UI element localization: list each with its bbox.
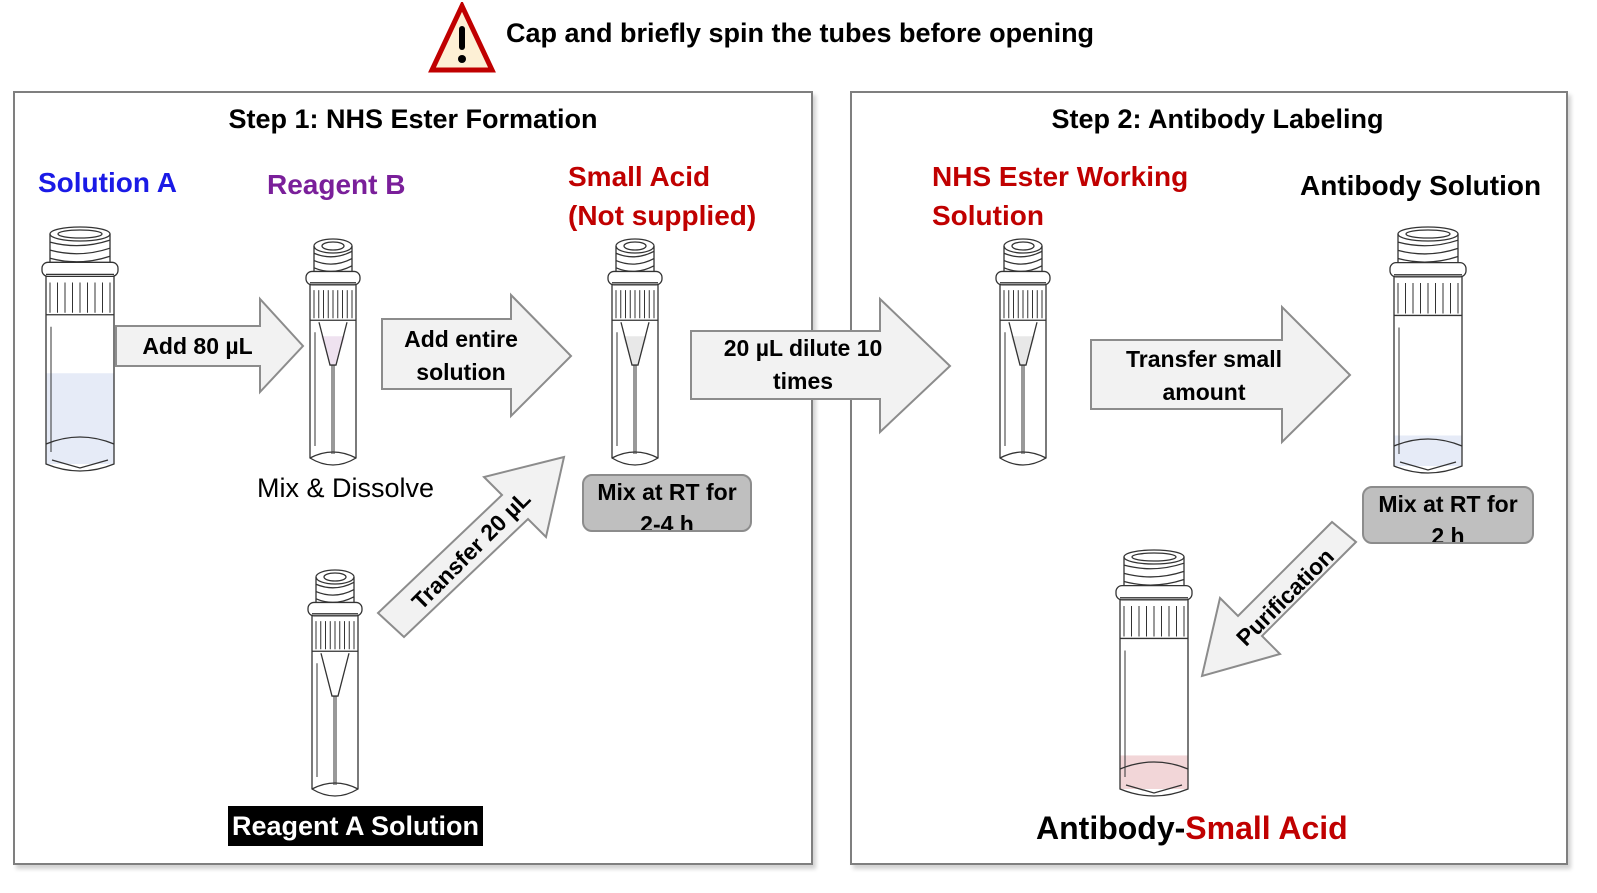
tube-small-acid xyxy=(600,234,670,468)
arrow-transfer-small-text-line2: amount xyxy=(1162,379,1246,405)
final-product-part1: Antibody- xyxy=(1036,810,1186,846)
step1-title: Step 1: NHS Ester Formation xyxy=(228,104,598,134)
mix-box-step1-line1: Mix at RT for xyxy=(597,479,737,505)
arrow-add-80ul-text: Add 80 µL xyxy=(142,333,253,359)
small-acid-label-line1: Small Acid xyxy=(568,161,711,192)
arrow-dilute-text-line2: times xyxy=(772,368,834,394)
step2-title: Step 2: Antibody Labeling xyxy=(1051,104,1384,134)
mix-box-step2-line1: Mix at RT for xyxy=(1378,491,1518,517)
reagent-a-label: Reagent A Solution xyxy=(228,806,483,846)
tube-reagent-a xyxy=(300,565,370,799)
arrow-transfer-small-text-line1: Transfer small xyxy=(1126,346,1282,372)
arrow-add-entire-solution: Add entire solution xyxy=(381,292,573,419)
mix-box-step1: Mix at RT for 2-4 h xyxy=(582,474,752,532)
mix-box-step2-line2: 2 h xyxy=(1431,523,1465,544)
tube-drawing xyxy=(995,238,1051,466)
tube-drawing xyxy=(1115,549,1193,797)
antibody-solution-label: Antibody Solution xyxy=(1300,170,1542,201)
final-product-label: Antibody-Small Acid xyxy=(1036,810,1348,847)
mix-dissolve-caption: Mix & Dissolve xyxy=(257,473,435,503)
tube-reagent-b xyxy=(298,234,368,468)
arrow-transfer-small-amount: Transfer small amount xyxy=(1090,304,1352,445)
tube-solution-a xyxy=(40,222,120,474)
tube-antibody-solution xyxy=(1388,222,1468,476)
arrow-purification: Purification xyxy=(1200,510,1360,678)
nhs-ester-label-line1: NHS Ester Working xyxy=(932,161,1189,192)
final-product-part2: Small Acid xyxy=(1185,810,1348,846)
mix-box-step2: Mix at RT for 2 h xyxy=(1362,486,1534,544)
warning-banner: Cap and briefly spin the tubes before op… xyxy=(428,2,1148,76)
arrow-add-entire-text-line1: Add entire xyxy=(404,326,518,352)
mix-box-step1-line2: 2-4 h xyxy=(640,511,694,532)
arrow-add-80ul: Add 80 µL xyxy=(115,296,305,395)
step2-panel xyxy=(850,91,1568,865)
reagent-b-label: Reagent B xyxy=(267,169,406,200)
tube-drawing xyxy=(1389,226,1467,474)
solution-a-label: Solution A xyxy=(38,167,177,198)
arrow-dilute-10x: 20 µL dilute 10 times xyxy=(690,296,952,435)
warning-triangle-icon xyxy=(428,2,496,73)
nhs-ester-label-line2: Solution xyxy=(932,200,1044,231)
tube-drawing xyxy=(41,226,119,472)
tube-antibody-conjugate xyxy=(1114,545,1194,799)
tube-drawing xyxy=(305,238,361,466)
arrow-add-entire-text-line2: solution xyxy=(416,359,506,385)
tube-drawing xyxy=(307,569,363,797)
warning-text: Cap and briefly spin the tubes before op… xyxy=(506,18,1095,48)
tube-nhs-ester xyxy=(988,234,1058,468)
tube-drawing xyxy=(607,238,663,466)
arrow-transfer-20ul: Transfer 20 µL xyxy=(376,455,576,645)
small-acid-label-line2: (Not supplied) xyxy=(568,200,757,231)
arrow-dilute-text-line1: 20 µL dilute 10 xyxy=(723,335,883,361)
